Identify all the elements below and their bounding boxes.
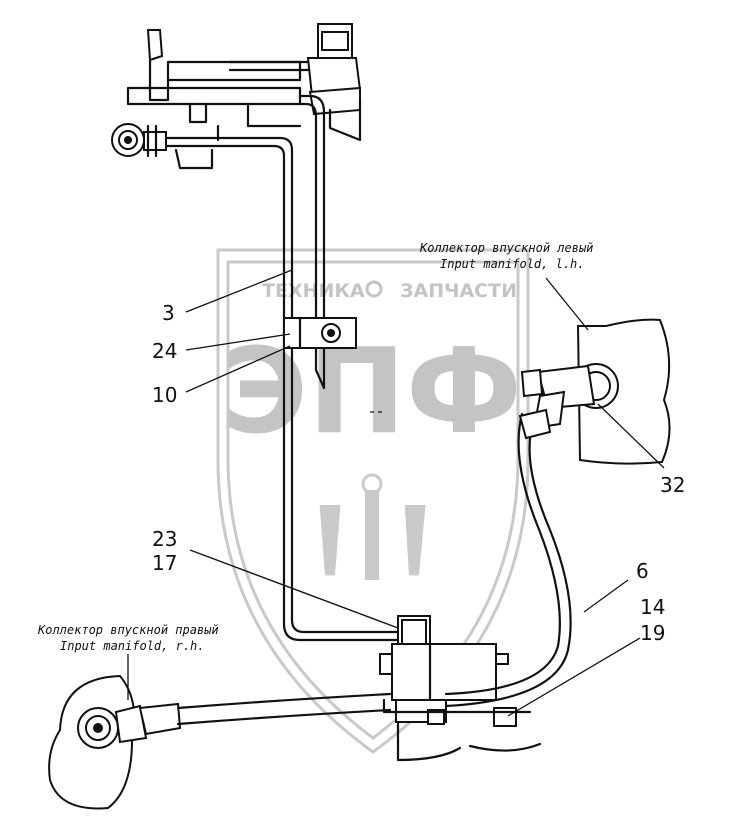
- leader-32: [597, 403, 665, 469]
- gear-icon: [365, 280, 383, 298]
- callout-10: 10: [152, 383, 177, 407]
- callout-19: 19: [640, 621, 665, 645]
- leader-19: [507, 637, 641, 717]
- leader-24: [185, 333, 291, 351]
- callout-3: 3: [162, 301, 175, 325]
- caption-left-manifold-ru: Коллектор впускной левый: [419, 241, 593, 255]
- leader-lines: [127, 269, 665, 717]
- callout-14: 14: [640, 595, 665, 619]
- caption-right-manifold-en: Input manifold, r.h.: [60, 639, 205, 653]
- caption-right-manifold-ru: Коллектор впускной правый: [37, 623, 219, 637]
- left-hand-manifold: [518, 318, 671, 465]
- leader-3: [185, 269, 293, 313]
- hose-left: [176, 692, 392, 726]
- clamp-10-24: [283, 316, 357, 350]
- valve-assembly: [379, 615, 542, 762]
- engine-bracket-top: [126, 23, 362, 170]
- watermark-logo: ТЕХНИКА ЗАПЧАСТИ ЭПФ: [216, 248, 530, 754]
- caption-left-manifold-en: Input manifold, l.h.: [440, 257, 585, 271]
- callout-32: 32: [660, 473, 685, 497]
- pipe-3: [164, 60, 400, 642]
- callout-17: 17: [152, 551, 177, 575]
- wheat-icon: [319, 473, 426, 580]
- watermark-text-right: ЗАПЧАСТИ: [400, 280, 517, 302]
- leader-left-manifold: [545, 277, 589, 331]
- right-hand-manifold: [48, 674, 182, 810]
- callout-6: 6: [636, 559, 649, 583]
- leader-6: [583, 579, 629, 613]
- hose-6: [444, 412, 572, 708]
- callout-24: 24: [152, 339, 177, 363]
- callout-23: 23: [152, 527, 177, 551]
- watermark-big-letters: ЭПФ: [222, 322, 522, 460]
- watermark-text-left: ТЕХНИКА: [262, 280, 365, 302]
- leader-23-17: [189, 549, 399, 629]
- leader-10: [185, 345, 291, 393]
- top-left-fitting: [111, 123, 167, 158]
